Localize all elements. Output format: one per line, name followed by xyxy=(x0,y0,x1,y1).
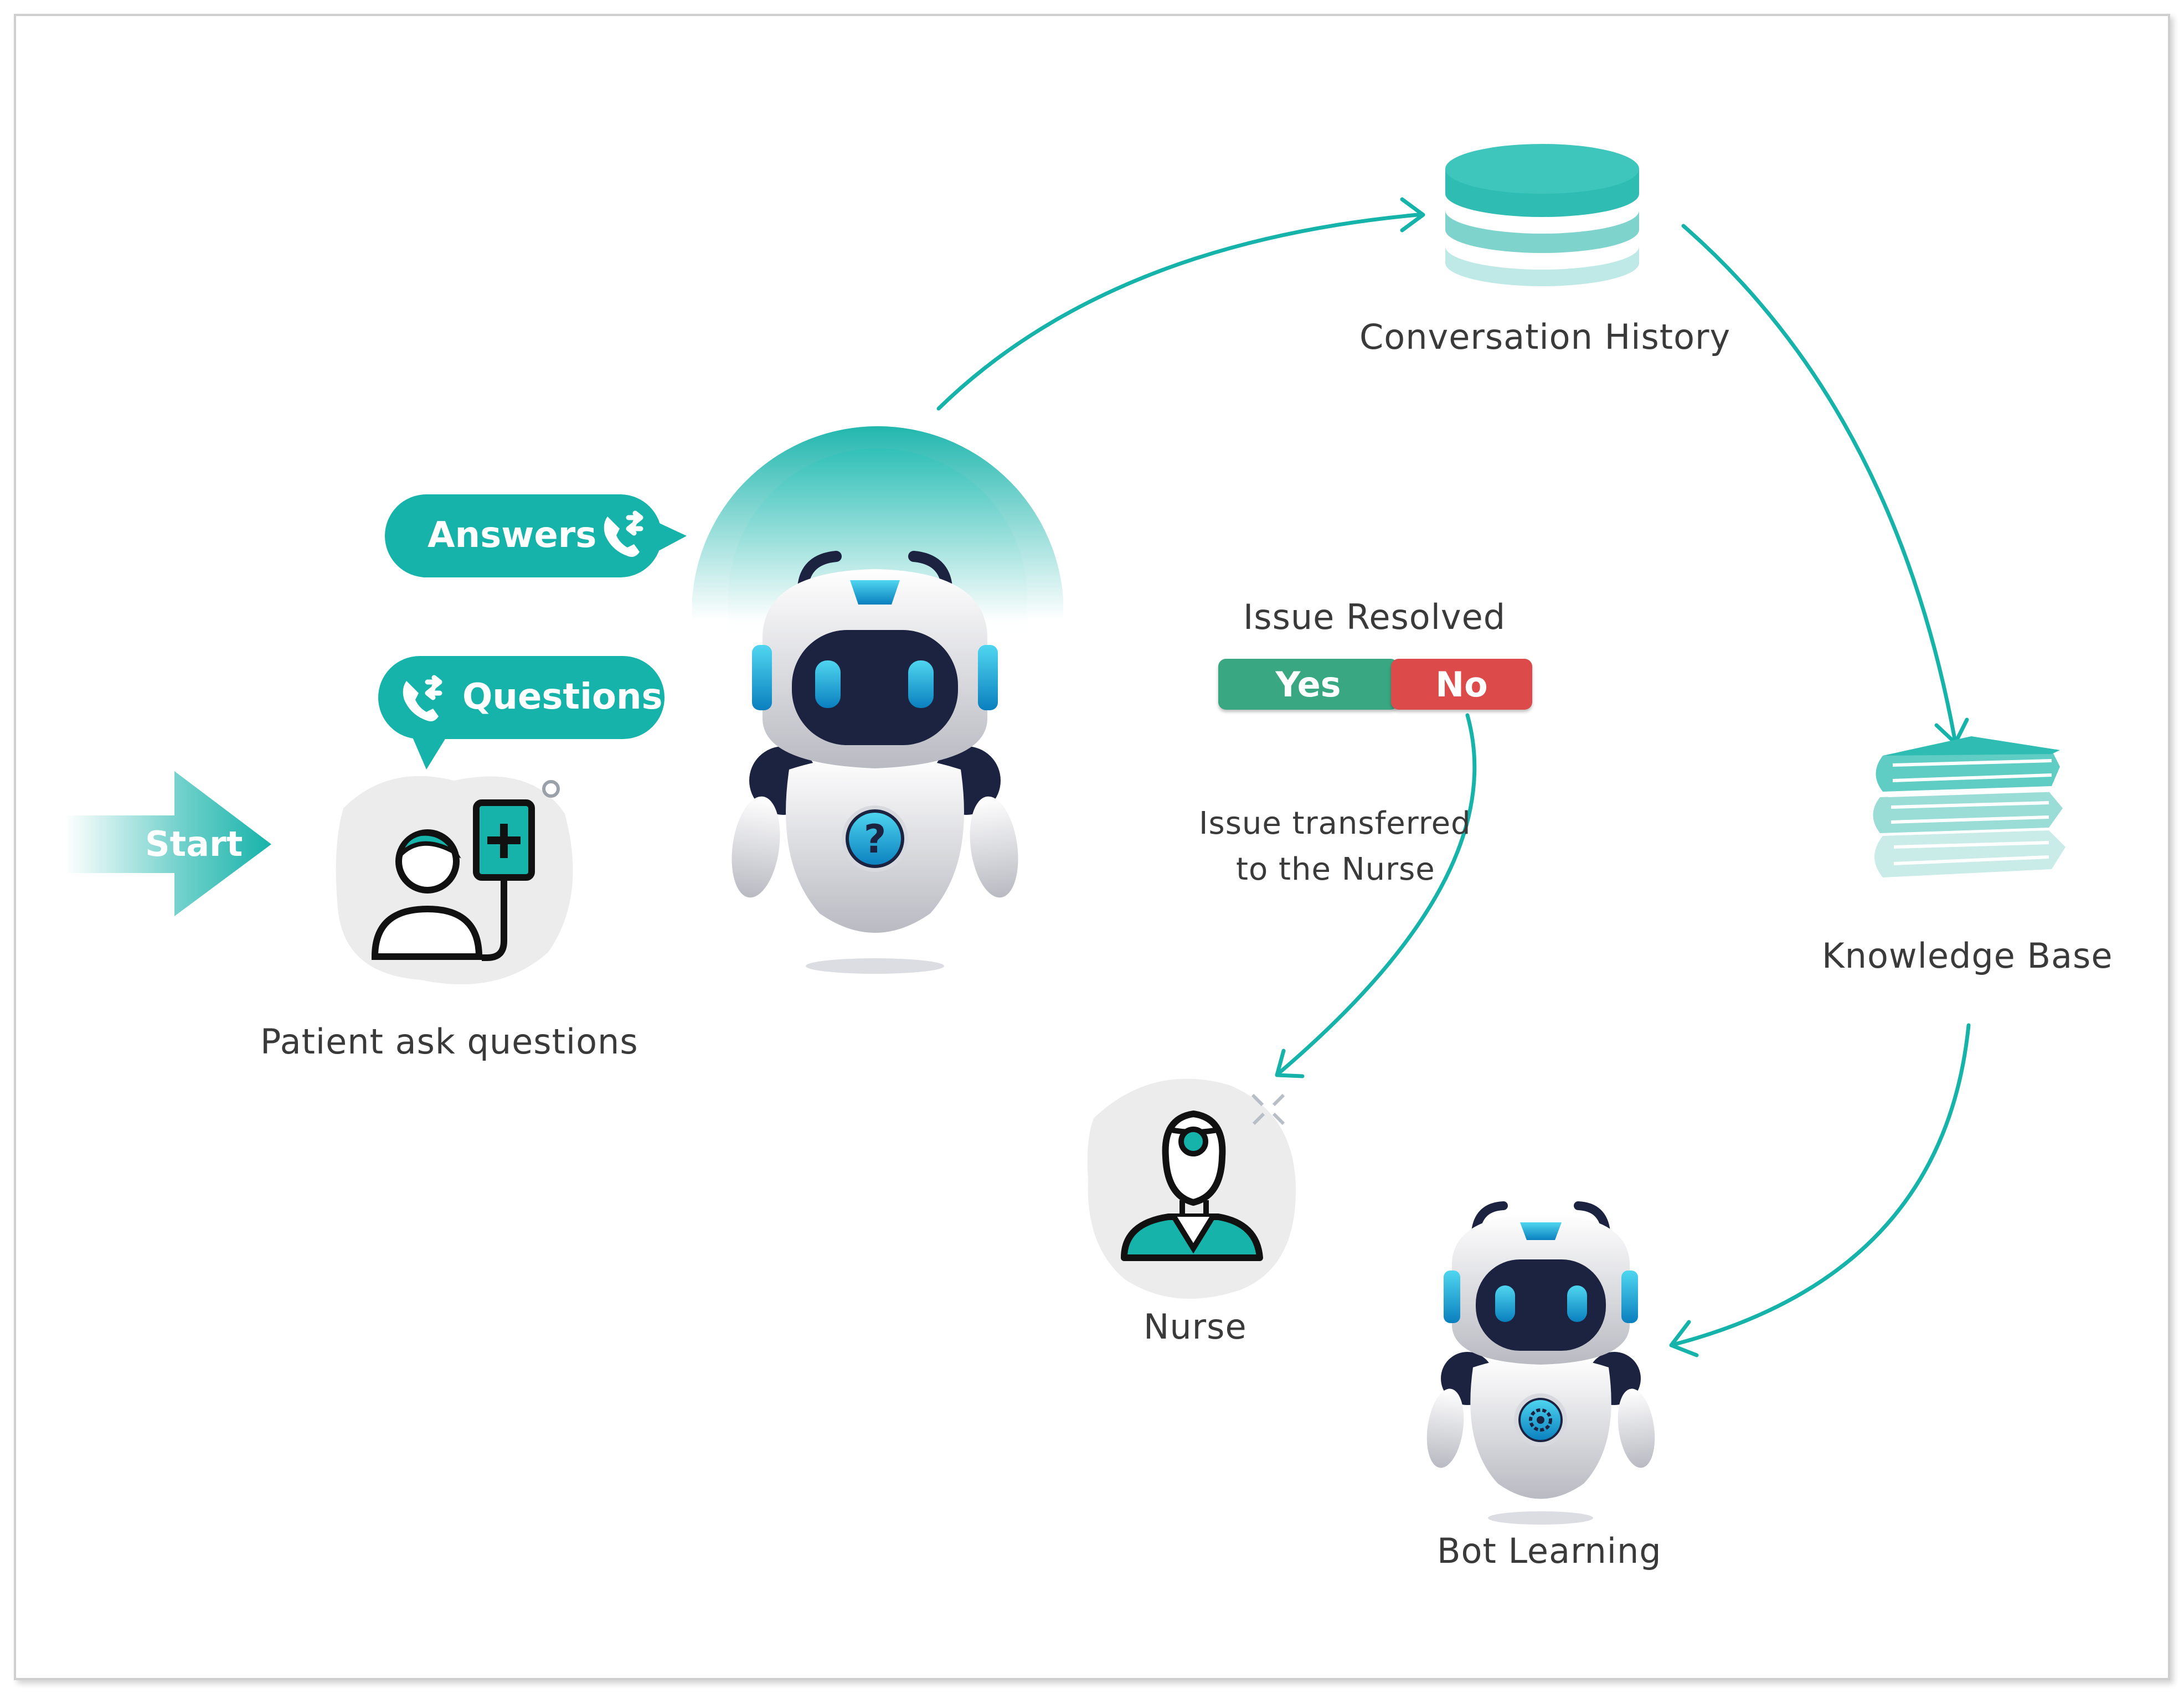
svg-text:?: ? xyxy=(864,817,887,862)
database-icon xyxy=(1445,144,1639,286)
issue-resolved-title: Issue Resolved xyxy=(1243,597,1506,637)
bot-learning-caption: Bot Learning xyxy=(1437,1531,1662,1571)
question-mark-icon: ? xyxy=(846,809,904,868)
patient-iv-icon xyxy=(336,776,573,985)
flow-arrow-icon xyxy=(1275,713,1477,1078)
flow-arrow-icon xyxy=(936,197,1425,411)
phone-transfer-icon xyxy=(604,510,643,557)
phone-transfer-icon xyxy=(403,675,442,721)
conversation-history-caption: Conversation History xyxy=(1359,317,1731,357)
gear-icon xyxy=(1518,1398,1563,1442)
nurse-icon xyxy=(1087,1078,1296,1299)
patient-caption: Patient ask questions xyxy=(260,1021,638,1062)
knowledge-base-caption: Knowledge Base xyxy=(1822,936,2113,976)
learning-robot-icon xyxy=(1426,1201,1655,1525)
questions-label: Questions xyxy=(462,676,663,717)
start-arrow-icon xyxy=(65,771,271,916)
answers-bubble xyxy=(385,494,687,577)
answers-label: Answers xyxy=(427,515,597,556)
books-icon xyxy=(1873,736,2065,877)
questions-bubble xyxy=(378,656,665,769)
transfer-caption-line2: to the Nurse xyxy=(1236,851,1435,887)
transfer-caption-line1: Issue transferred xyxy=(1199,805,1471,841)
start-label: Start xyxy=(145,824,243,864)
chatbot-robot-icon: ? xyxy=(692,426,1063,974)
nurse-caption: Nurse xyxy=(1143,1306,1247,1347)
yes-button[interactable]: Yes xyxy=(1218,659,1398,710)
no-button[interactable]: No xyxy=(1391,659,1532,710)
flow-arrow-icon xyxy=(1681,224,1969,745)
flow-arrow-icon xyxy=(1669,1023,1971,1357)
